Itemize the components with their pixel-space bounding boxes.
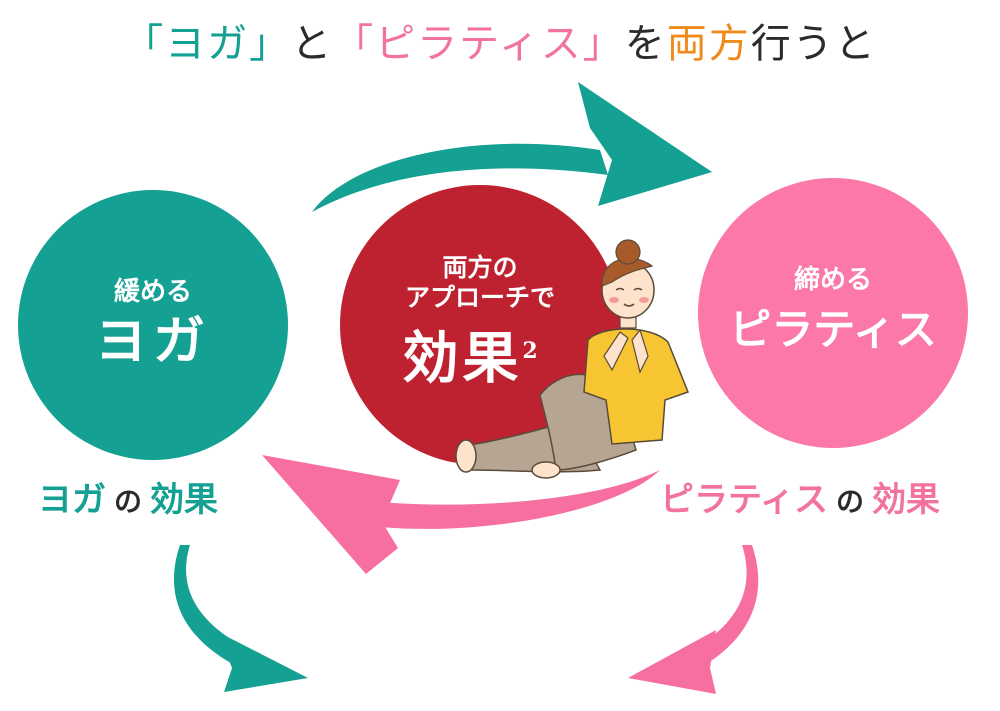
headline-pilates: 「ピラティス」 <box>333 21 625 67</box>
yoga-circle-big-label: ヨガ <box>94 311 211 372</box>
yoga-circle: 緩める ヨガ <box>18 190 288 460</box>
pilates-effect-name: ピラティス <box>660 480 828 520</box>
teal-bottom-arrow <box>173 545 308 692</box>
center-exponent: 2 <box>522 338 538 365</box>
pink-bottom-arrow <box>628 545 759 694</box>
center-line2: アプローチで <box>404 283 555 313</box>
yoga-circle-small-label: 緩める <box>113 277 192 307</box>
pilates-circle-big-label: ピラティス <box>729 305 937 354</box>
teal-top-arrow <box>312 82 712 212</box>
yoga-effect-particle: の <box>114 485 143 518</box>
pilates-circle-small-label: 締める <box>793 265 872 295</box>
center-line1: 両方の <box>442 253 518 283</box>
pilates-effect-word: 効果 <box>871 480 940 520</box>
headline-wo: を <box>624 21 667 67</box>
center-main-text: 効果 <box>402 325 523 392</box>
headline: 「ヨガ」と「ピラティス」を両方行うと <box>0 14 1000 74</box>
yoga-effect-name: ヨガ <box>38 480 106 520</box>
center-circle: 両方の アプローチで 効果2 <box>340 185 620 465</box>
pilates-effect-particle: の <box>835 485 864 518</box>
yoga-effect-label: ヨガの効果 <box>38 478 218 524</box>
yoga-effect-word: 効果 <box>150 480 219 520</box>
headline-both: 両方 <box>666 21 751 67</box>
pilates-circle: 締める ピラティス <box>698 178 968 448</box>
headline-yoga: 「ヨガ」 <box>123 21 292 67</box>
headline-doing: 行うと <box>750 21 877 67</box>
headline-to: と <box>291 21 334 67</box>
center-main-label: 効果2 <box>402 313 537 397</box>
pink-middle-arrow <box>262 455 660 574</box>
pilates-effect-label: ピラティスの効果 <box>660 478 940 524</box>
